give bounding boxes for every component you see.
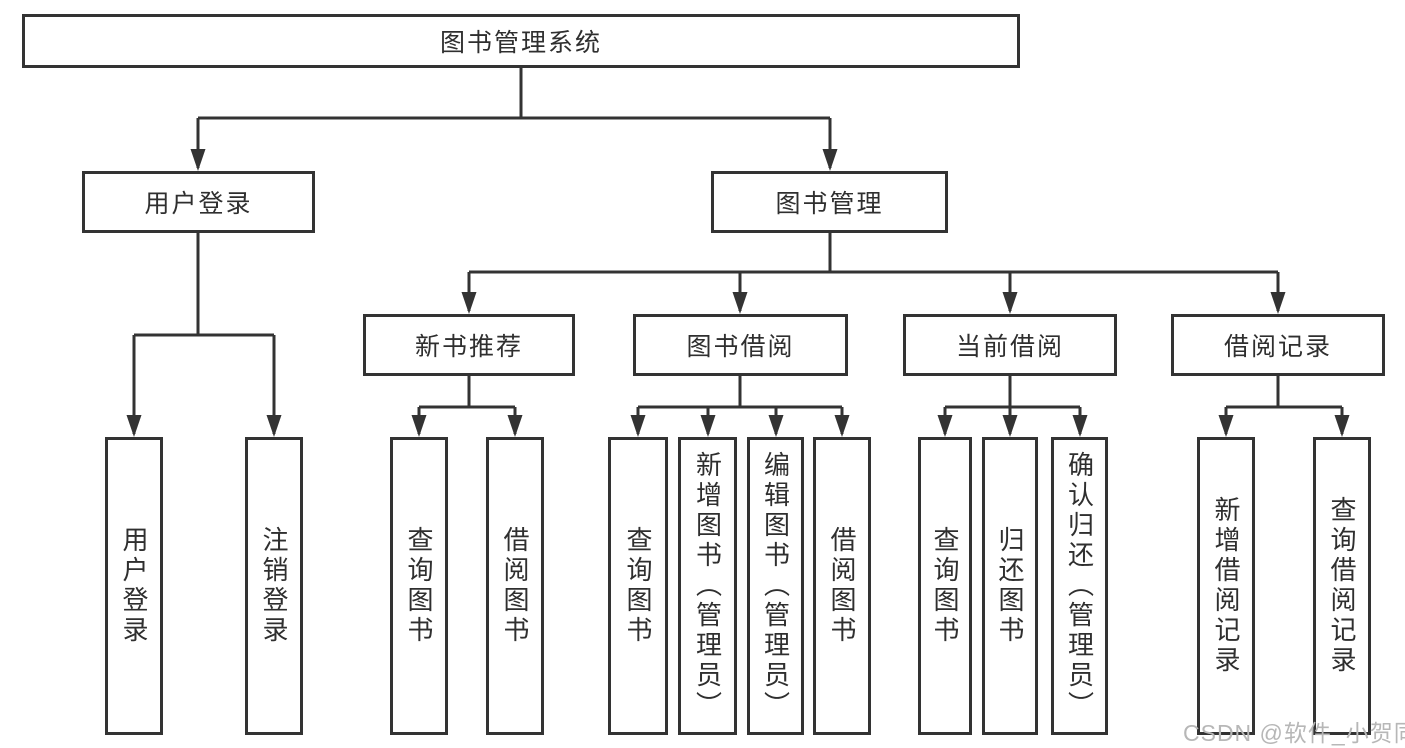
connector-book-borrow-to-leaves (636, 376, 844, 434)
connector-root-to-level2 (196, 68, 832, 168)
leaf-borrow-books-recommend: 借阅图书 (486, 437, 544, 735)
node-label: 新书推荐 (414, 333, 523, 361)
connector-new-book-recommend-to-leaves (417, 376, 517, 434)
node-label: 图书借阅 (686, 333, 795, 361)
node-user-login: 用户登录 (82, 171, 315, 233)
leaf-user-login: 用户登录 (105, 437, 163, 735)
node-borrow-records: 借阅记录 (1171, 314, 1385, 376)
node-book-borrow: 图书借阅 (633, 314, 848, 376)
leaf-label: 确认归还（管理员） (1064, 451, 1095, 721)
node-label: 当前借阅 (955, 333, 1064, 361)
leaf-label: 用户登录 (119, 526, 149, 646)
leaf-add-book-admin: 新增图书（管理员） (678, 437, 737, 735)
leaf-label: 查询图书 (404, 526, 434, 646)
leaf-label: 借阅图书 (500, 526, 530, 646)
leaf-confirm-return-admin: 确认归还（管理员） (1051, 437, 1108, 735)
leaf-label: 查询图书 (623, 526, 653, 646)
leaf-label: 编辑图书（管理员） (760, 451, 791, 721)
leaf-label: 新增借阅记录 (1211, 496, 1241, 676)
node-label: 图书管理系统 (439, 29, 602, 57)
leaf-label: 归还图书 (995, 526, 1025, 646)
leaf-add-borrow-record: 新增借阅记录 (1197, 437, 1255, 735)
leaf-query-books-recommend: 查询图书 (390, 437, 448, 735)
leaf-query-books-borrow: 查询图书 (608, 437, 668, 735)
node-label: 图书管理 (775, 190, 884, 218)
node-book-management: 图书管理 (711, 171, 948, 233)
node-new-book-recommend: 新书推荐 (363, 314, 575, 376)
node-current-borrow: 当前借阅 (903, 314, 1117, 376)
connector-user-login-to-leaves (132, 233, 276, 434)
leaf-query-books-current: 查询图书 (918, 437, 972, 735)
leaf-query-borrow-record: 查询借阅记录 (1313, 437, 1371, 735)
leaf-borrow-books-borrow: 借阅图书 (813, 437, 871, 735)
csdn-watermark: CSDN @软件_小贺同学 (1183, 720, 1405, 746)
node-label: 用户登录 (144, 190, 253, 218)
node-label: 借阅记录 (1223, 333, 1332, 361)
node-library-management-system: 图书管理系统 (22, 14, 1020, 68)
leaf-edit-book-admin: 编辑图书（管理员） (747, 437, 804, 735)
leaf-label: 注销登录 (259, 526, 289, 646)
leaf-label: 查询图书 (930, 526, 960, 646)
leaf-label: 新增图书（管理员） (692, 451, 723, 721)
connector-book-management-to-level3 (467, 233, 1280, 311)
leaf-logout: 注销登录 (245, 437, 303, 735)
leaf-return-book: 归还图书 (982, 437, 1038, 735)
leaf-label: 查询借阅记录 (1327, 496, 1357, 676)
leaf-label: 借阅图书 (827, 526, 857, 646)
connector-borrow-records-to-leaves (1224, 376, 1344, 434)
